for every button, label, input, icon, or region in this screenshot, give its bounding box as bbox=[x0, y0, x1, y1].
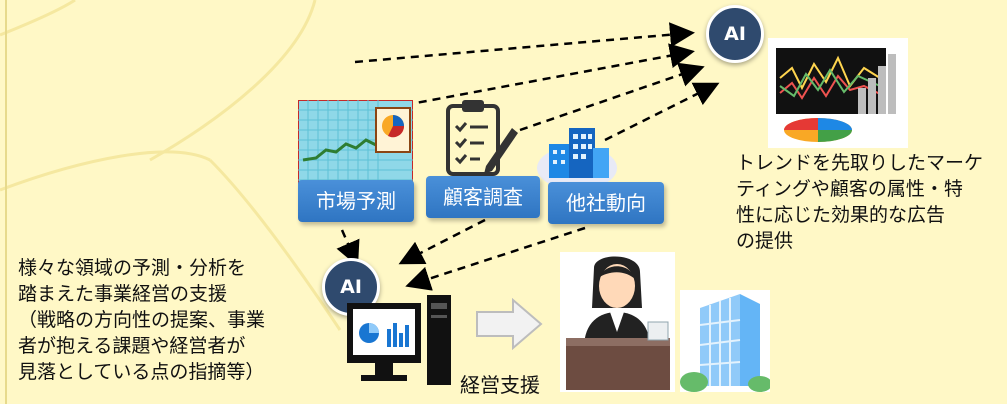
arrow-competitor-to-ai bbox=[604, 82, 720, 142]
clipboard-checklist-icon bbox=[446, 100, 518, 176]
analytics-charts-image bbox=[768, 38, 908, 148]
right-arrow-icon bbox=[476, 298, 543, 350]
arrow-competitor-to-bottom-ai bbox=[405, 226, 586, 291]
ai-badge-top: AI bbox=[706, 5, 764, 63]
market-chart-image bbox=[298, 100, 413, 185]
arrow-market-to-ai bbox=[404, 43, 695, 107]
arrow-market-to-bottom-ai bbox=[336, 229, 360, 267]
competitor-trends-label: 他社動向 bbox=[548, 182, 664, 224]
management-support-label: 経営支援 bbox=[460, 373, 540, 397]
market-forecast-label: 市場予測 bbox=[298, 180, 414, 222]
office-buildings-icon bbox=[537, 128, 617, 190]
desktop-computer-icon bbox=[347, 295, 451, 385]
management-description: 様々な領域の予測・分析を 踏まえた事業経営の支援 （戦略の方向性の提案、事業 者… bbox=[18, 257, 266, 383]
arrow-customer-to-bottom-ai bbox=[398, 218, 486, 265]
customer-survey-label: 顧客調査 bbox=[426, 176, 540, 218]
marketing-description: トレンドを先取りしたマーケ ティングや顧客の属性・特 性に応じた効果的な広告 の… bbox=[736, 152, 984, 252]
office-building-image bbox=[680, 290, 770, 392]
arrow-customer-to-ai bbox=[519, 62, 705, 132]
arrow-top-to-ai bbox=[354, 22, 695, 64]
businesswoman-at-desk-image bbox=[560, 252, 675, 392]
